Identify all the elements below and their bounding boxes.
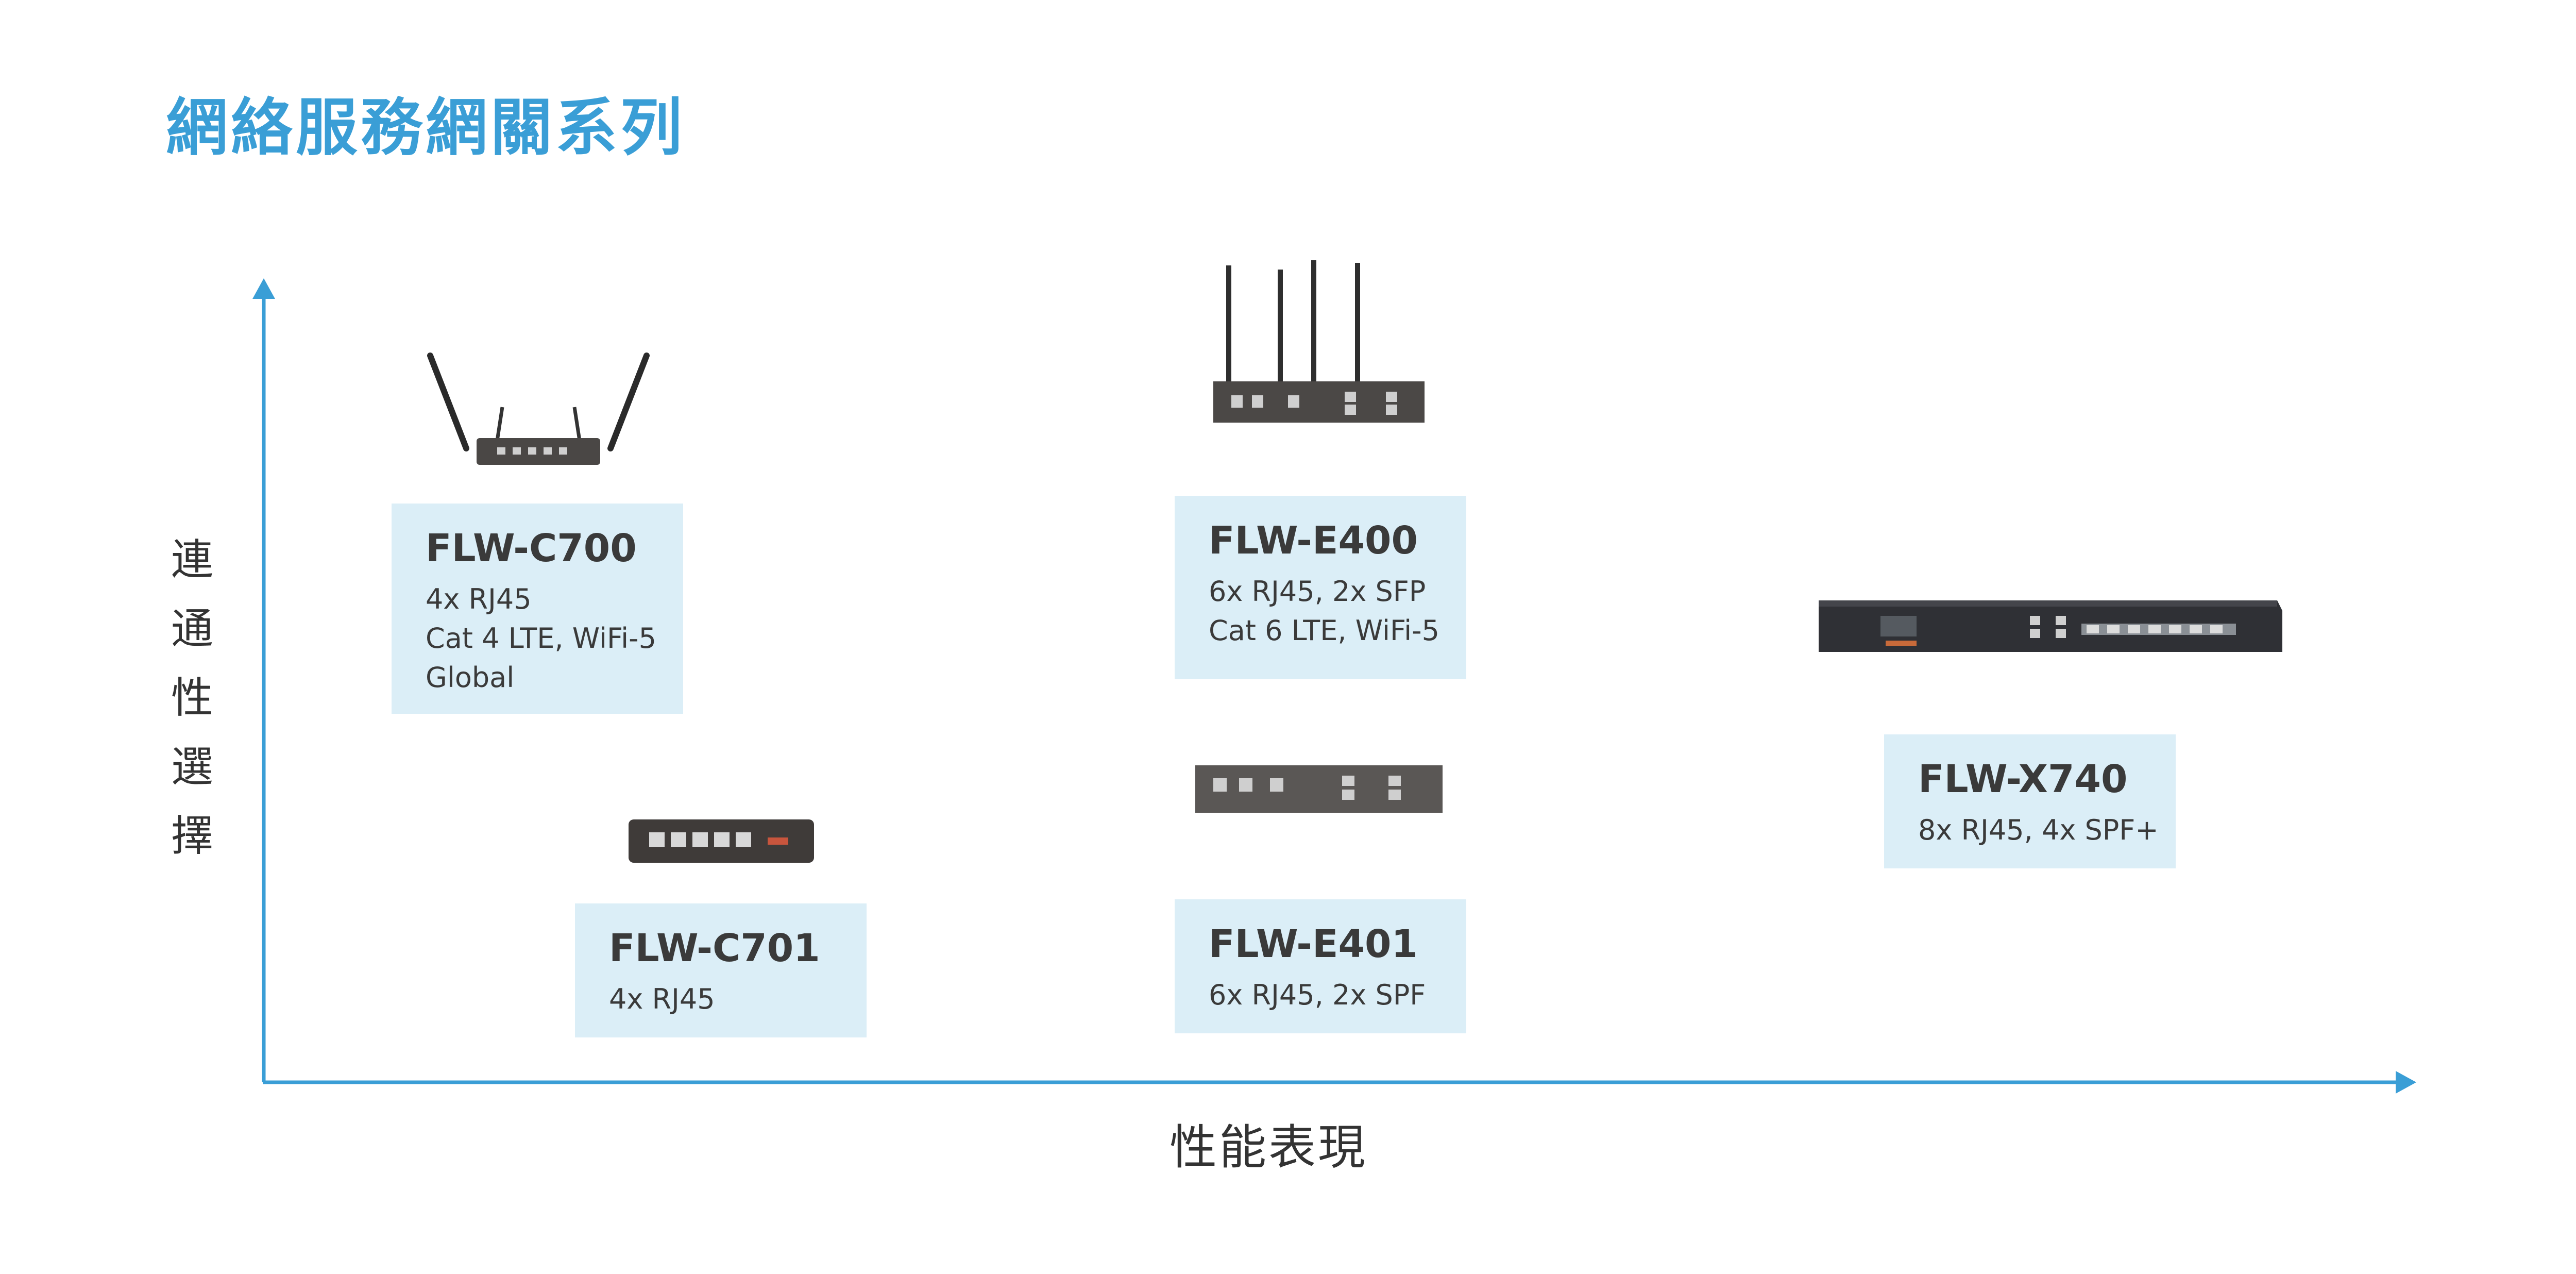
product-card-flw-e400: FLW-E400 6x RJ45, 2x SFP Cat 6 LTE, WiFi… (1175, 496, 1466, 679)
product-name: FLW-E401 (1209, 922, 1418, 966)
x-axis-arrow (2396, 1071, 2416, 1094)
flw-e400-image (1213, 260, 1425, 423)
product-name: FLW-C701 (609, 926, 820, 970)
y-axis-label: 連 通 性 選 擇 (164, 526, 221, 871)
flw-c701-image (629, 819, 814, 863)
y-axis-arrow (252, 278, 275, 299)
product-spec: Cat 4 LTE, WiFi-5 (426, 622, 656, 655)
product-spec: Global (426, 661, 515, 694)
product-spec: 6x RJ45, 2x SFP (1209, 575, 1426, 608)
product-name: FLW-C700 (426, 526, 637, 571)
y-axis-char: 選 (171, 743, 213, 792)
product-card-flw-e401: FLW-E401 6x RJ45, 2x SPF (1175, 899, 1466, 1033)
x-axis-label: 性能表現 (1170, 1120, 1368, 1175)
product-spec: 6x RJ45, 2x SPF (1209, 979, 1426, 1011)
page-title: 網絡服務網關系列 (166, 92, 685, 164)
y-axis-char: 通 (171, 605, 213, 653)
product-name: FLW-X740 (1918, 757, 2128, 801)
flw-x740-image (1819, 600, 2282, 652)
product-card-flw-x740: FLW-X740 8x RJ45, 4x SPF+ (1884, 734, 2176, 868)
product-spec: 4x RJ45 (426, 583, 532, 615)
product-name: FLW-E400 (1209, 518, 1418, 563)
product-card-flw-c700: FLW-C700 4x RJ45 Cat 4 LTE, WiFi-5 Globa… (392, 504, 683, 714)
y-axis-char: 擇 (171, 812, 213, 861)
product-spec: 4x RJ45 (609, 983, 715, 1015)
flw-e401-image (1195, 765, 1443, 813)
product-spec: 8x RJ45, 4x SPF+ (1918, 814, 2159, 846)
product-card-flw-c701: FLW-C701 4x RJ45 (575, 903, 867, 1037)
flw-c700-image (427, 353, 650, 465)
product-spec: Cat 6 LTE, WiFi-5 (1209, 614, 1439, 647)
y-axis-char: 連 (171, 535, 213, 584)
y-axis-char: 性 (171, 674, 213, 723)
